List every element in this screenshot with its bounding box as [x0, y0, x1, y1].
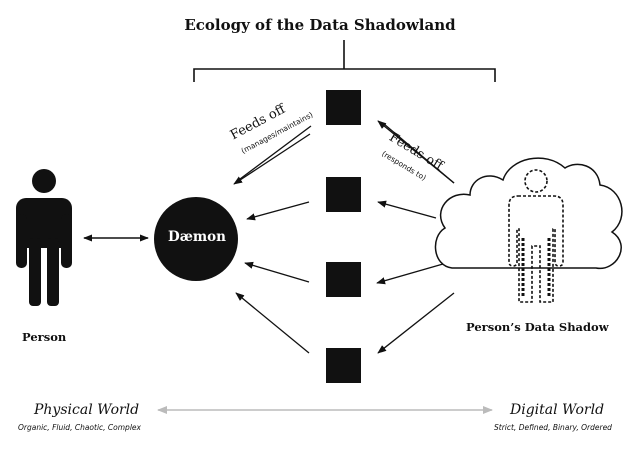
page-title: Ecology of the Data Shadowland [184, 16, 456, 34]
cloud-icon [434, 157, 623, 269]
person-label: Person [22, 330, 67, 344]
title-bracket [193, 40, 496, 82]
arrow-sq3-daemon [244, 261, 310, 283]
daemon-circle [154, 197, 238, 281]
data-square-1 [326, 90, 361, 125]
dashed-person-icon [508, 169, 564, 303]
daemon-label: Dæmon [168, 229, 226, 245]
arrow-sq2-daemon [246, 201, 310, 221]
data-shadow-label: Person’s Data Shadow [466, 320, 609, 334]
data-square-4 [326, 348, 361, 383]
physical-world-sub: Organic, Fluid, Chaotic, Complex [18, 423, 141, 432]
physical-world-label: Physical World [34, 402, 140, 418]
digital-world-label: Digital World [510, 402, 605, 418]
arrow-shadow-sq4 [377, 292, 455, 354]
arrow-shadow-sq3 [376, 263, 444, 285]
data-square-2 [326, 177, 361, 212]
person-silhouette-icon [16, 169, 72, 306]
data-square-3 [326, 262, 361, 297]
arrow-shadow-sq2 [377, 200, 437, 219]
arrow-sq1-daemon [233, 133, 311, 185]
arrow-sq4-daemon [235, 292, 310, 354]
digital-world-sub: Strict, Defined, Binary, Ordered [494, 423, 612, 432]
feeds-off-left-line [235, 125, 312, 183]
feeds-off-right-line [383, 123, 455, 184]
